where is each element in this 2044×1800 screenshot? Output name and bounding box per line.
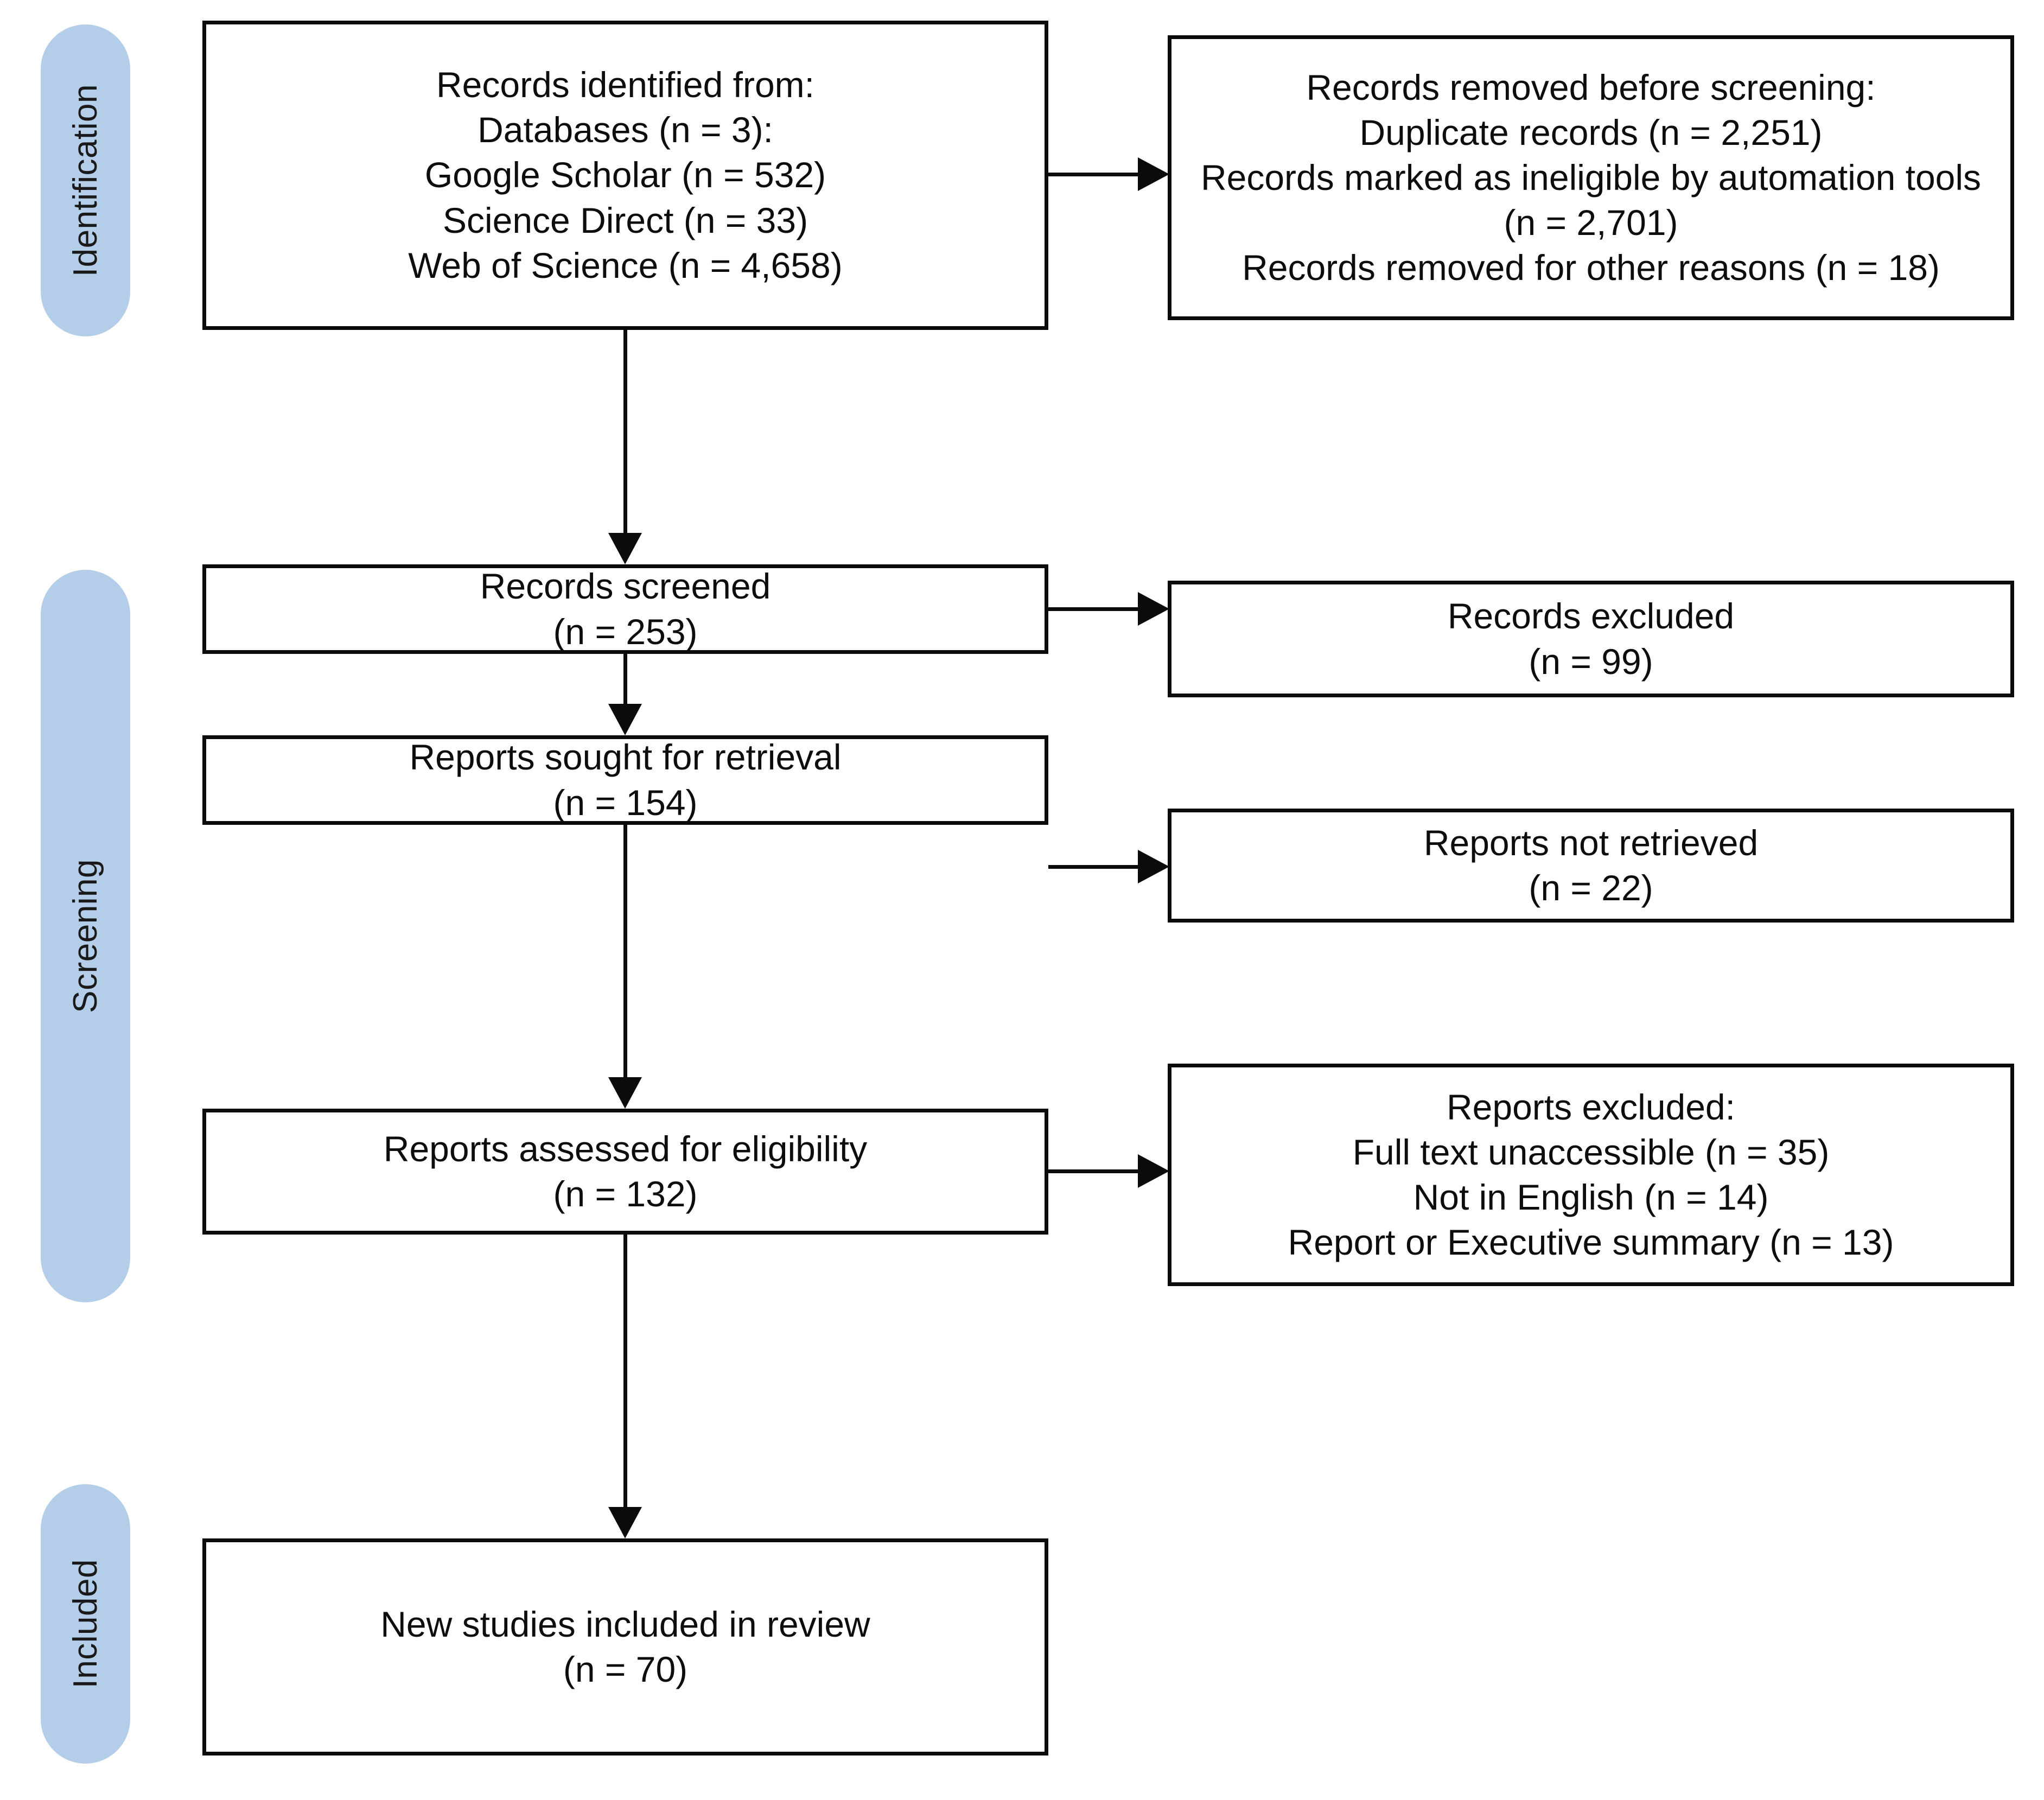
arrowhead-identified-to-removed [1138, 157, 1169, 191]
connector-screened-to-sought [623, 654, 627, 711]
box-reports-excluded[interactable]: Reports excluded: Full text unaccessible… [1168, 1064, 2014, 1286]
arrowhead-assessed-to-reports-excluded [1138, 1154, 1169, 1188]
records-removed-line-4: Records removed for other reasons (n = 1… [1242, 247, 1940, 288]
stage-label-identification: Identification [66, 84, 104, 277]
connector-identified-to-removed [1048, 173, 1142, 176]
records-screened-line-1: Records screened [480, 566, 771, 607]
connector-sought-to-assessed [623, 825, 627, 1080]
connector-sought-to-not-retrieved [1048, 865, 1142, 869]
arrowhead-screened-to-sought [608, 704, 642, 735]
arrowhead-identified-to-screened [608, 533, 642, 564]
arrowhead-assessed-to-included [608, 1507, 642, 1538]
records-identified-line-5: Web of Science (n = 4,658) [408, 245, 843, 285]
records-removed-line-3: Records marked as ineligible by automati… [1200, 157, 1982, 243]
records-excluded-line-1: Records excluded [1447, 596, 1735, 637]
box-records-removed[interactable]: Records removed before screening: Duplic… [1168, 35, 2014, 320]
connector-identified-to-screened [623, 330, 627, 542]
reports-sought-line-1: Reports sought for retrieval [409, 737, 842, 778]
reports-excluded-line-4: Report or Executive summary (n = 13) [1288, 1222, 1894, 1263]
reports-excluded-line-3: Not in English (n = 14) [1413, 1177, 1769, 1217]
new-studies-included-line-2: (n = 70) [563, 1649, 688, 1689]
stage-label-included: Included [66, 1559, 104, 1689]
stage-pill-identification: Identification [41, 24, 130, 336]
stage-pill-included: Included [41, 1484, 130, 1764]
records-removed-line-1: Records removed before screening: [1306, 67, 1876, 107]
box-new-studies-included[interactable]: New studies included in review (n = 70) [202, 1538, 1048, 1756]
stage-pill-screening: Screening [41, 570, 130, 1302]
reports-sought-line-2: (n = 154) [553, 782, 698, 823]
records-identified-line-1: Records identified from: [436, 65, 814, 105]
reports-not-retrieved-line-2: (n = 22) [1529, 868, 1653, 908]
box-reports-sought[interactable]: Reports sought for retrieval (n = 154) [202, 735, 1048, 825]
reports-excluded-line-2: Full text unaccessible (n = 35) [1352, 1131, 1830, 1172]
box-records-excluded[interactable]: Records excluded (n = 99) [1168, 581, 2014, 697]
new-studies-included-line-1: New studies included in review [380, 1604, 870, 1644]
arrowhead-sought-to-not-retrieved [1138, 850, 1169, 883]
records-removed-line-2: Duplicate records (n = 2,251) [1359, 112, 1823, 152]
arrowhead-screened-to-excluded [1138, 592, 1169, 626]
box-records-screened[interactable]: Records screened (n = 253) [202, 564, 1048, 654]
reports-excluded-line-1: Reports excluded: [1447, 1086, 1735, 1127]
records-identified-line-4: Science Direct (n = 33) [442, 200, 808, 240]
records-identified-line-3: Google Scholar (n = 532) [424, 155, 826, 195]
reports-assessed-line-1: Reports assessed for eligibility [383, 1128, 868, 1169]
reports-not-retrieved-line-1: Reports not retrieved [1423, 822, 1759, 863]
connector-screened-to-excluded [1048, 607, 1142, 611]
reports-assessed-line-2: (n = 132) [553, 1174, 698, 1214]
records-excluded-line-2: (n = 99) [1529, 641, 1653, 682]
connector-assessed-to-reports-excluded [1048, 1169, 1142, 1173]
records-screened-line-2: (n = 253) [553, 611, 698, 652]
box-reports-assessed[interactable]: Reports assessed for eligibility (n = 13… [202, 1109, 1048, 1235]
connector-assessed-to-included [623, 1235, 627, 1509]
box-records-identified[interactable]: Records identified from: Databases (n = … [202, 21, 1048, 330]
records-identified-line-2: Databases (n = 3): [477, 110, 773, 150]
stage-label-screening: Screening [66, 859, 104, 1013]
arrowhead-sought-to-assessed [608, 1077, 642, 1109]
box-reports-not-retrieved[interactable]: Reports not retrieved (n = 22) [1168, 809, 2014, 923]
